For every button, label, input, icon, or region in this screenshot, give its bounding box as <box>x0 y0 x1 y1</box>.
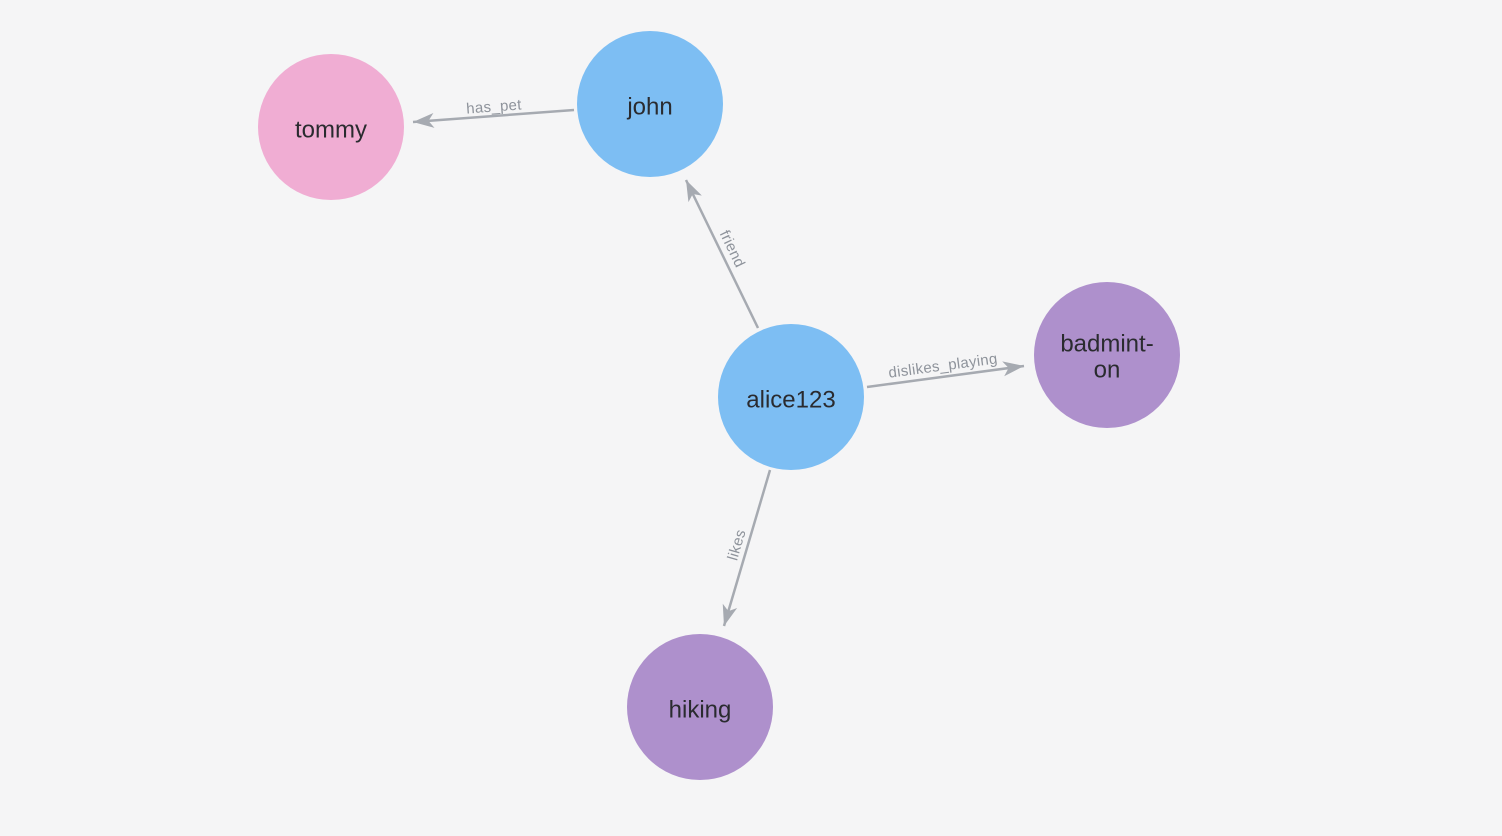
node-john[interactable]: john <box>577 31 723 177</box>
edge-alice123-hiking: likes <box>722 469 772 627</box>
node-john-label: john <box>626 94 672 121</box>
node-hiking[interactable]: hiking <box>627 634 773 780</box>
node-tommy[interactable]: tommy <box>258 54 404 200</box>
node-badminton-circle[interactable] <box>1034 282 1180 428</box>
edge-line-likes[interactable] <box>722 469 772 627</box>
node-alice123-label: alice123 <box>746 387 835 414</box>
edge-john-tommy: has_pet <box>412 96 575 128</box>
node-badminton[interactable]: badmint- on <box>1034 282 1180 428</box>
node-alice123[interactable]: alice123 <box>718 324 864 470</box>
edge-label-likes: likes <box>724 527 749 562</box>
node-hiking-circle[interactable] <box>627 634 773 780</box>
node-badminton-label-line2: on <box>1094 357 1121 384</box>
node-hiking-label: hiking <box>669 697 732 724</box>
node-alice123-circle[interactable] <box>718 324 864 470</box>
node-john-circle[interactable] <box>577 31 723 177</box>
node-badminton-label-line1: badmint- <box>1060 331 1153 358</box>
edge-alice123-badminton: dislikes_playing <box>866 350 1025 389</box>
edge-alice123-john: friend <box>684 179 760 329</box>
edge-label-has_pet: has_pet <box>466 96 523 117</box>
edge-line-has_pet[interactable] <box>412 108 575 128</box>
edge-line-dislikes_playing[interactable] <box>866 361 1025 389</box>
node-tommy-circle[interactable] <box>258 54 404 200</box>
edge-line-friend[interactable] <box>684 179 760 329</box>
node-tommy-label: tommy <box>295 117 367 144</box>
